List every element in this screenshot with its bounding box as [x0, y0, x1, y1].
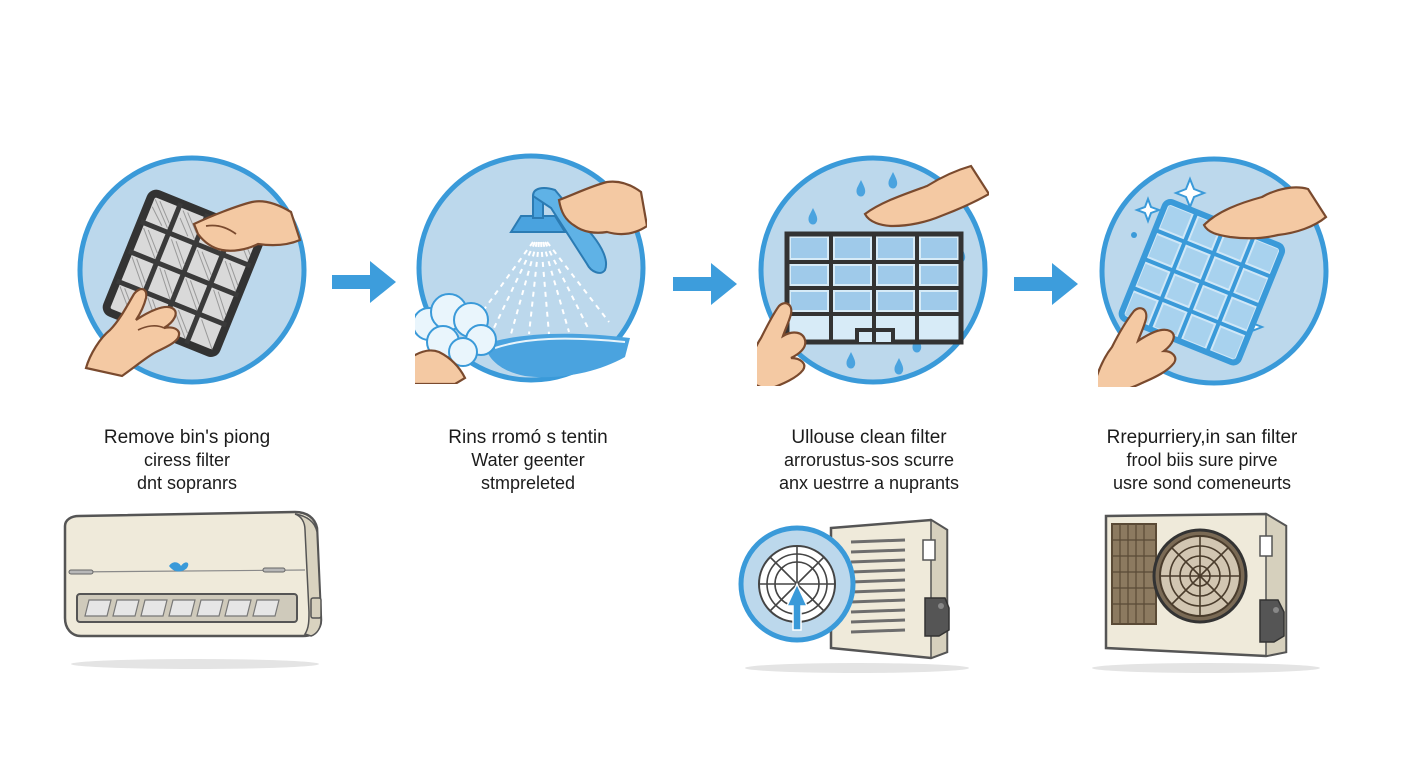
caption-line: Remove bin's piong [103, 427, 271, 448]
step-2-caption: Rins rromó s tentin Water geenter stmpre… [378, 426, 678, 495]
step-3-caption: Ullouse clean filter arrorustus-sos scur… [719, 426, 1019, 495]
caption-line: arrorustus-sos scurre [783, 450, 955, 470]
caption-line: dnt sopranrs [136, 473, 238, 493]
caption-line: ciress filter [143, 450, 230, 470]
step-1-caption: Remove bin's piong ciress filter dnt sop… [37, 426, 337, 495]
caption-line: stmpreleted [480, 473, 576, 493]
step-3-illustration [757, 154, 989, 386]
indoor-ac-unit-icon [55, 508, 335, 677]
arrow-right-icon [330, 257, 400, 307]
caption-line: Rrepurriery,in san filter [1106, 427, 1298, 448]
outdoor-ac-unit-clean-icon [735, 512, 980, 681]
caption-line: Rins rromó s tentin [448, 427, 608, 448]
caption-line: Water geenter [471, 450, 585, 470]
outdoor-ac-unit-dirty-icon [1090, 510, 1322, 679]
step-2-illustration [415, 152, 647, 384]
step-4-caption: Rrepurriery,in san filter frool biis sur… [1052, 426, 1352, 495]
caption-line: Ullouse clean filter [791, 427, 947, 448]
step-1-illustration [76, 154, 308, 386]
step-4-illustration [1098, 155, 1330, 387]
caption-line: anx uestrre a nuprants [778, 473, 960, 493]
arrow-right-icon [1012, 259, 1082, 309]
caption-line: usre sond comeneurts [1112, 473, 1292, 493]
arrow-right-icon [671, 259, 741, 309]
caption-line: frool biis sure pirve [1126, 450, 1278, 470]
